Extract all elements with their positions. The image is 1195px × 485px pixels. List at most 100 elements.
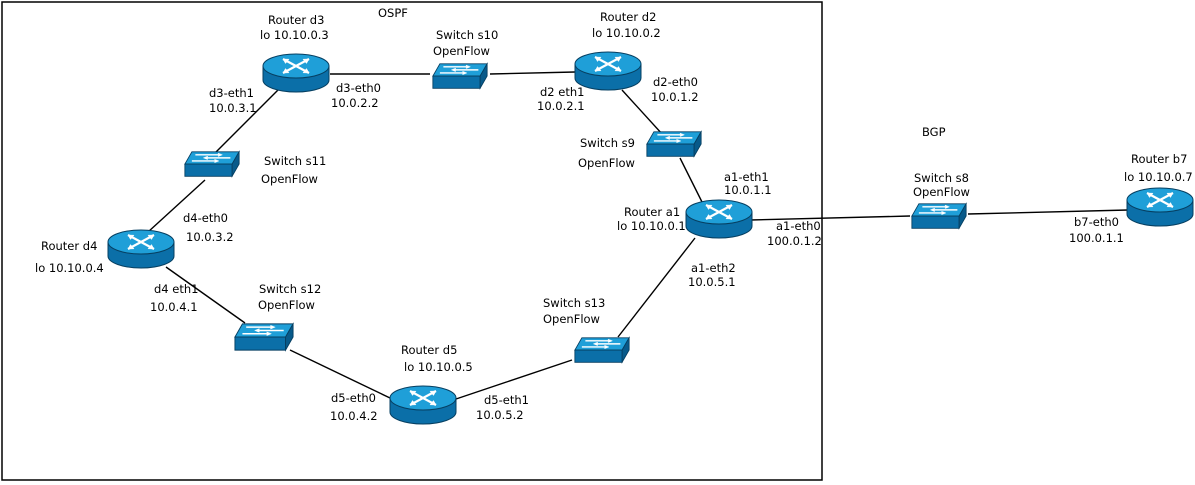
link-s9-a1 xyxy=(679,157,703,203)
interface-a1-eth2: a1-eth2 10.0.5.1 xyxy=(688,261,736,289)
router-d2[interactable]: Router d2 lo 10.10.0.2 xyxy=(573,10,661,92)
interface-ip: 100.0.1.1 xyxy=(1069,231,1124,245)
switch-icon xyxy=(911,202,967,230)
interface-name: d5-eth1 xyxy=(484,393,529,407)
switch-s12[interactable]: Switch s12 OpenFlow xyxy=(234,282,321,351)
link-s8-b7 xyxy=(967,209,1129,215)
link-d2-s9 xyxy=(621,89,664,136)
switch-title: Switch s8 xyxy=(914,171,969,185)
interface-ip: 100.0.1.2 xyxy=(767,234,822,248)
router-title: Router d4 xyxy=(41,239,97,253)
interface-ip: 10.0.1.2 xyxy=(651,90,699,104)
router-title: Router d3 xyxy=(268,13,324,27)
link-s10-d2 xyxy=(489,71,576,75)
router-loopback: lo 10.10.0.7 xyxy=(1124,170,1193,184)
interface-name: a1-eth2 xyxy=(691,261,736,275)
interface-d2-eth0: d2-eth0 10.0.1.2 xyxy=(651,75,699,104)
switch-subtitle: OpenFlow xyxy=(578,156,635,170)
interface-ip: 10.0.4.2 xyxy=(330,409,378,423)
ospf-area-label: OSPF xyxy=(378,6,408,20)
router-b7[interactable]: Router b7 lo 10.10.0.7 xyxy=(1124,152,1195,228)
switch-title: Switch s13 xyxy=(543,296,605,310)
interface-ip: 10.0.3.1 xyxy=(209,101,257,115)
interface-name: a1-eth1 xyxy=(724,170,769,184)
switch-s10[interactable]: Switch s10 OpenFlow xyxy=(432,28,498,90)
switch-icon xyxy=(184,150,240,178)
switch-icon xyxy=(432,62,488,90)
link-d5-s12 xyxy=(289,349,391,399)
ospf-area-frame xyxy=(1,1,823,481)
interface-d4-eth1: d4 eth1 10.0.4.1 xyxy=(150,282,198,314)
interface-ip: 10.0.5.2 xyxy=(476,408,524,422)
interface-ip: 10.0.2.1 xyxy=(537,99,585,113)
router-title: Router b7 xyxy=(1131,152,1187,166)
switch-icon xyxy=(646,130,702,158)
switch-s11[interactable]: Switch s11 OpenFlow xyxy=(184,150,326,186)
interface-name: b7-eth0 xyxy=(1074,215,1119,229)
router-loopback: lo 10.10.0.2 xyxy=(592,26,661,40)
link-d4-s11 xyxy=(147,179,206,233)
interface-name: d4-eth0 xyxy=(183,211,228,225)
switch-title: Switch s12 xyxy=(259,282,321,296)
router-loopback: lo 10.10.0.1 xyxy=(617,219,686,233)
interface-d5-eth1: d5-eth1 10.0.5.2 xyxy=(476,393,529,422)
interface-name: d3-eth0 xyxy=(336,81,381,95)
router-icon xyxy=(261,52,331,94)
link-s11-d3 xyxy=(214,89,279,154)
router-loopback: lo 10.10.0.4 xyxy=(35,261,104,275)
switch-title: Switch s9 xyxy=(580,136,635,150)
interface-name: d2-eth0 xyxy=(653,75,698,89)
switch-icon xyxy=(234,323,294,351)
switch-s9[interactable]: Switch s9 OpenFlow xyxy=(578,130,702,170)
switch-subtitle: OpenFlow xyxy=(261,172,318,186)
switch-subtitle: OpenFlow xyxy=(913,185,970,199)
interface-d4-eth0: d4-eth0 10.0.3.2 xyxy=(183,211,234,244)
interface-name: d4 eth1 xyxy=(154,282,198,296)
router-d5[interactable]: Router d5 lo 10.10.0.5 xyxy=(388,343,473,426)
interface-a1-eth0: a1-eth0 100.0.1.2 xyxy=(767,219,822,248)
router-icon xyxy=(684,198,754,240)
interface-ip: 10.0.4.1 xyxy=(150,300,198,314)
switch-title: Switch s11 xyxy=(264,154,326,168)
interface-d3-eth0: d3-eth0 10.0.2.2 xyxy=(331,81,381,110)
interface-b7-eth0: b7-eth0 100.0.1.1 xyxy=(1069,215,1124,245)
interface-d3-eth1: d3-eth1 10.0.3.1 xyxy=(209,86,257,115)
switch-icon xyxy=(574,336,630,364)
router-icon xyxy=(106,228,176,270)
interface-d2-eth1: d2 eth1 10.0.2.1 xyxy=(537,85,585,113)
interface-a1-eth1: a1-eth1 10.0.1.1 xyxy=(724,170,772,197)
links xyxy=(147,71,1129,400)
interface-d5-eth0: d5-eth0 10.0.4.2 xyxy=(330,391,378,423)
router-title: Router d5 xyxy=(401,343,457,357)
router-d4[interactable]: Router d4 lo 10.10.0.4 xyxy=(35,228,176,275)
router-title: Router d2 xyxy=(600,10,656,24)
interface-ip: 10.0.3.2 xyxy=(186,230,234,244)
router-d3[interactable]: Router d3 lo 10.10.0.3 xyxy=(260,13,331,94)
router-loopback: lo 10.10.0.3 xyxy=(260,28,329,42)
interface-ip: 10.0.5.1 xyxy=(688,275,736,289)
interface-name: a1-eth0 xyxy=(776,219,821,233)
interface-name: d2 eth1 xyxy=(540,85,584,99)
switch-title: Switch s10 xyxy=(436,28,498,42)
switch-subtitle: OpenFlow xyxy=(258,298,315,312)
link-s12-d4 xyxy=(165,266,246,324)
link-s13-d5 xyxy=(455,359,573,400)
switch-s13[interactable]: Switch s13 OpenFlow xyxy=(543,296,630,364)
interface-ip: 10.0.2.2 xyxy=(331,96,379,110)
interface-ip: 10.0.1.1 xyxy=(724,183,772,197)
router-icon xyxy=(388,384,458,426)
interface-name: d3-eth1 xyxy=(209,86,254,100)
switch-subtitle: OpenFlow xyxy=(543,312,600,326)
link-a1-s13 xyxy=(617,237,696,338)
bgp-area-label: BGP xyxy=(922,125,946,139)
router-loopback: lo 10.10.0.5 xyxy=(404,360,473,374)
link-a1-s8 xyxy=(749,215,911,221)
switch-subtitle: OpenFlow xyxy=(433,44,490,58)
router-icon xyxy=(573,50,643,92)
router-a1[interactable]: Router a1 lo 10.10.0.1 xyxy=(617,198,754,240)
switch-s8[interactable]: Switch s8 OpenFlow xyxy=(911,171,970,230)
router-title: Router a1 xyxy=(624,205,680,219)
interface-name: d5-eth0 xyxy=(331,391,376,405)
router-icon xyxy=(1125,186,1195,228)
